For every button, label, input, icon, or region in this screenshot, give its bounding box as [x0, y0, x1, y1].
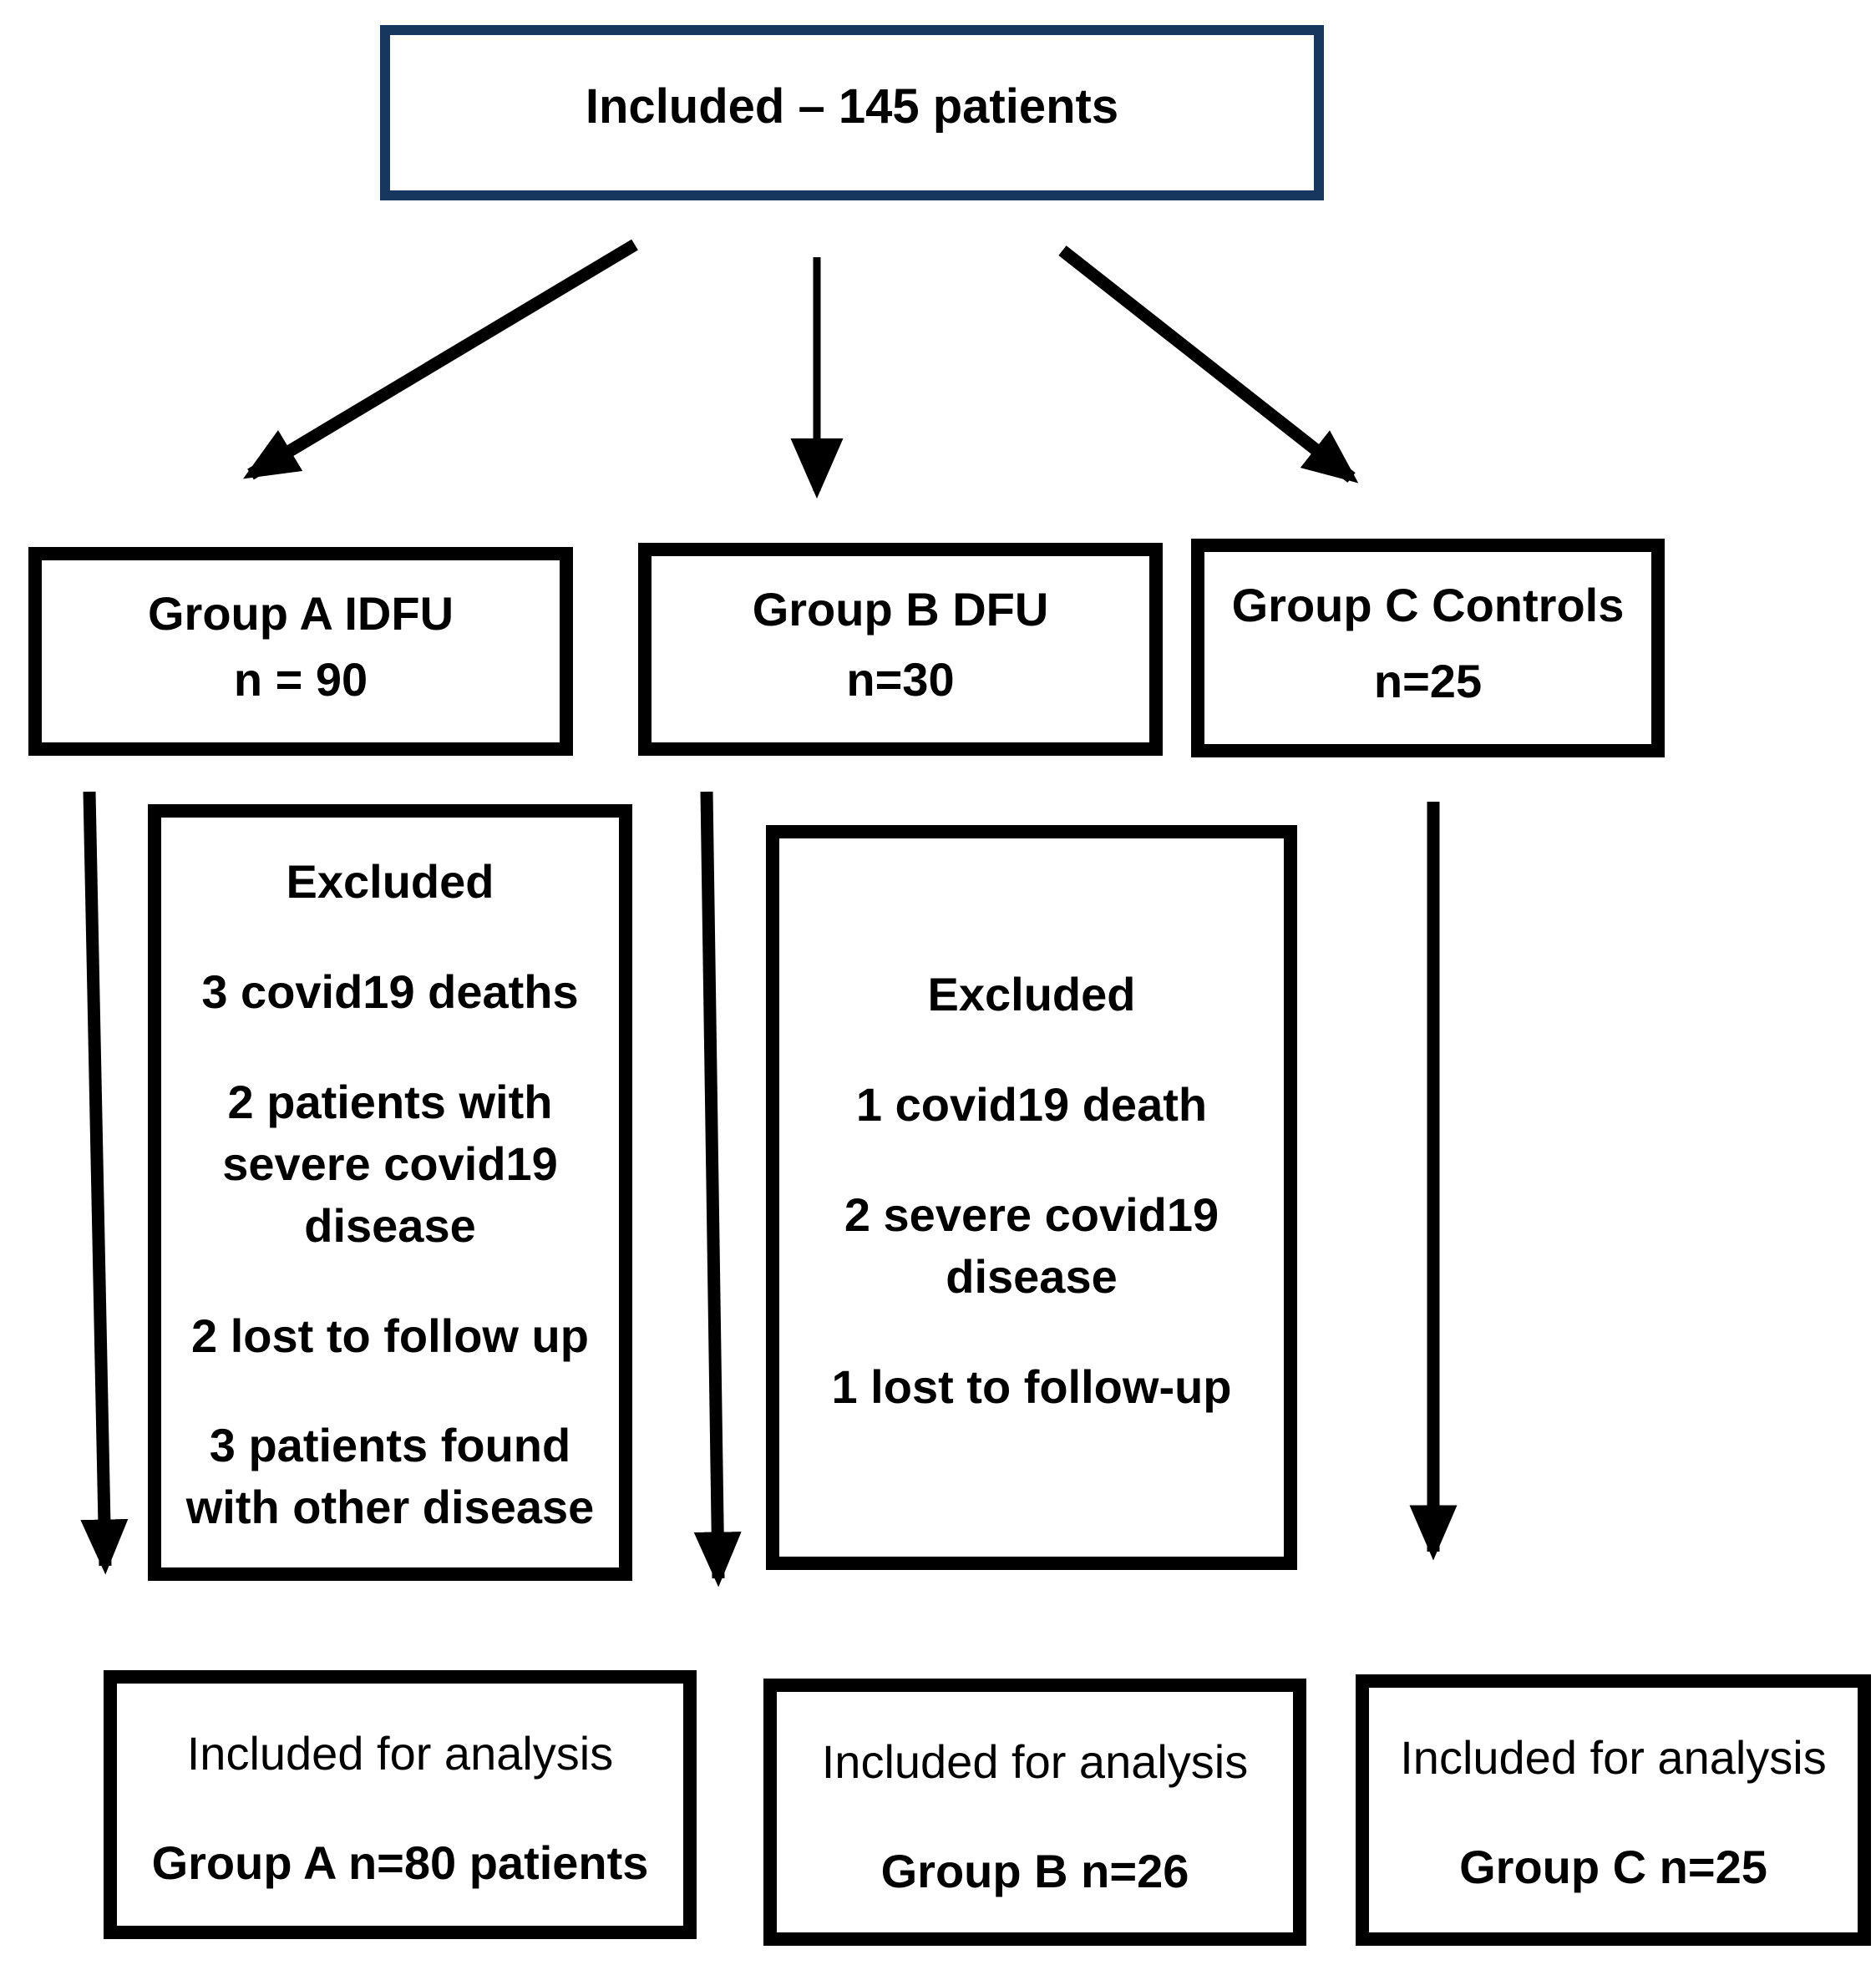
group-b-count: n=30	[846, 653, 955, 706]
analysis-a-count: Group A n=80 patients	[151, 1836, 649, 1889]
arrow-group-b-to-analysis-b	[693, 791, 742, 1588]
excluded-group-a-box: Excluded 3 covid19 deaths 2 patients wit…	[148, 804, 632, 1581]
included-total-label: Included – 145 patients	[585, 79, 1119, 134]
excluded-a-item: 2 lost to follow up	[191, 1309, 589, 1362]
included-total-box: Included – 145 patients	[380, 25, 1324, 200]
excluded-b-item: 1 lost to follow-up	[831, 1360, 1232, 1413]
excluded-a-item: 3 patients found with other disease	[185, 1419, 595, 1534]
analysis-group-a-box: Included for analysis Group A n=80 patie…	[104, 1670, 697, 1939]
analysis-group-c-box: Included for analysis Group C n=25	[1356, 1674, 1871, 1946]
arrow-group-a-to-analysis-a	[80, 791, 129, 1575]
excluded-a-title: Excluded	[286, 855, 494, 908]
analysis-b-label: Included for analysis	[821, 1735, 1249, 1788]
group-c-box: Group C Controls n=25	[1191, 539, 1665, 757]
analysis-group-b-box: Included for analysis Group B n=26	[763, 1679, 1306, 1946]
arrow-top-to-group-c	[1058, 246, 1359, 484]
group-b-box: Group B DFU n=30	[638, 543, 1163, 756]
analysis-b-count: Group B n=26	[880, 1844, 1189, 1897]
excluded-a-item: 3 covid19 deaths	[201, 965, 579, 1018]
group-a-box: Group A IDFU n = 90	[28, 547, 573, 756]
excluded-b-item: 1 covid19 death	[855, 1077, 1208, 1131]
analysis-c-label: Included for analysis	[1400, 1731, 1827, 1784]
analysis-c-count: Group C n=25	[1459, 1840, 1767, 1893]
arrow-top-to-group-a	[242, 239, 638, 480]
excluded-b-title: Excluded	[927, 968, 1136, 1020]
group-a-count: n = 90	[233, 653, 368, 706]
excluded-group-b-box: Excluded 1 covid19 death 2 severe covid1…	[766, 825, 1297, 1570]
group-a-title: Group A IDFU	[147, 587, 454, 640]
excluded-a-item: 2 patients with severe covid19 disease	[222, 1075, 558, 1252]
group-b-title: Group B DFU	[752, 583, 1049, 636]
group-c-count: n=25	[1373, 655, 1483, 708]
group-c-title: Group C Controls	[1231, 579, 1625, 631]
excluded-b-item: 2 severe covid19 disease	[844, 1188, 1219, 1303]
analysis-a-label: Included for analysis	[186, 1727, 614, 1780]
